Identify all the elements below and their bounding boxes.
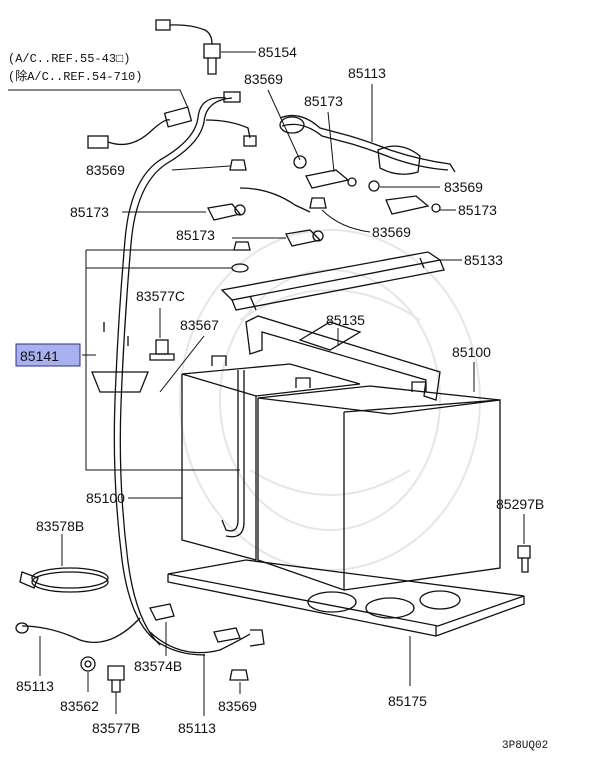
cable-85113-bottom bbox=[149, 627, 265, 716]
cable-85113-left bbox=[15, 617, 141, 676]
nut-83569-bottom bbox=[229, 669, 249, 694]
ac-note-1: (A/C..REF.55-43□) bbox=[8, 52, 130, 66]
clamp-85173-top bbox=[305, 169, 440, 192]
clip-83574B bbox=[149, 603, 175, 656]
leader-85173-top bbox=[327, 111, 335, 173]
bolt-83577C bbox=[149, 308, 175, 361]
ac-connector bbox=[87, 106, 193, 149]
washer-83562 bbox=[80, 656, 96, 692]
label-85141[interactable]: 85141 bbox=[20, 348, 59, 364]
label-85173-right[interactable]: 85173 bbox=[458, 202, 497, 218]
label-83569-bottom[interactable]: 83569 bbox=[218, 698, 257, 714]
ac-note-2: (除A/C..REF.54-710) bbox=[8, 68, 142, 84]
label-83562[interactable]: 83562 bbox=[60, 698, 99, 714]
label-85133[interactable]: 85133 bbox=[464, 252, 503, 268]
label-85135[interactable]: 85135 bbox=[326, 312, 365, 328]
label-85113-bottom[interactable]: 85113 bbox=[178, 720, 216, 736]
diagram-code: 3P8UQ02 bbox=[502, 740, 548, 752]
label-83574B[interactable]: 83574B bbox=[134, 658, 182, 674]
battery-85100-right bbox=[257, 377, 501, 591]
bracket-85133 bbox=[220, 251, 462, 311]
label-85100-left[interactable]: 85100 bbox=[86, 490, 125, 506]
label-83569-top[interactable]: 83569 bbox=[244, 71, 283, 87]
label-85113-top[interactable]: 85113 bbox=[348, 65, 386, 81]
label-83577C[interactable]: 83577C bbox=[136, 288, 185, 304]
nut-83569-top bbox=[171, 159, 247, 171]
clamp-85173-right bbox=[385, 195, 456, 215]
sensor-85154 bbox=[155, 19, 256, 75]
label-85297B[interactable]: 85297B bbox=[496, 496, 544, 512]
cable-85113-top bbox=[279, 114, 456, 175]
label-83578B[interactable]: 83578B bbox=[36, 518, 84, 534]
battery-85100-left bbox=[181, 355, 361, 561]
clamp-85173-left bbox=[122, 187, 311, 221]
label-85154[interactable]: 85154 bbox=[258, 44, 297, 60]
label-83569-right[interactable]: 83569 bbox=[444, 179, 483, 195]
label-85100-right[interactable]: 85100 bbox=[452, 344, 491, 360]
label-85173-left[interactable]: 85173 bbox=[70, 204, 109, 220]
label-83569-mid[interactable]: 83569 bbox=[372, 224, 411, 240]
clamp-85173-mid bbox=[232, 229, 324, 247]
label-83569-upper-left[interactable]: 83569 bbox=[86, 162, 125, 178]
bracket-85135 bbox=[245, 315, 441, 401]
tray-85175 bbox=[167, 559, 525, 686]
bolt-85297B bbox=[517, 514, 531, 573]
label-85173-mid[interactable]: 85173 bbox=[176, 227, 215, 243]
note-leader bbox=[8, 89, 189, 109]
label-85113-left[interactable]: 85113 bbox=[16, 678, 54, 694]
bolt-83577B bbox=[107, 665, 125, 714]
strap-83578B bbox=[19, 534, 109, 593]
label-85141-highlight[interactable]: 85141 bbox=[15, 343, 96, 367]
label-85175[interactable]: 85175 bbox=[388, 693, 427, 709]
nut-washer bbox=[85, 241, 251, 471]
rod-83567 bbox=[159, 335, 245, 538]
label-85173-top[interactable]: 85173 bbox=[304, 93, 343, 109]
label-83567[interactable]: 83567 bbox=[180, 317, 219, 333]
nut-83569-mid bbox=[309, 197, 371, 233]
label-83577B[interactable]: 83577B bbox=[92, 720, 140, 736]
harness-85141 bbox=[91, 91, 257, 656]
